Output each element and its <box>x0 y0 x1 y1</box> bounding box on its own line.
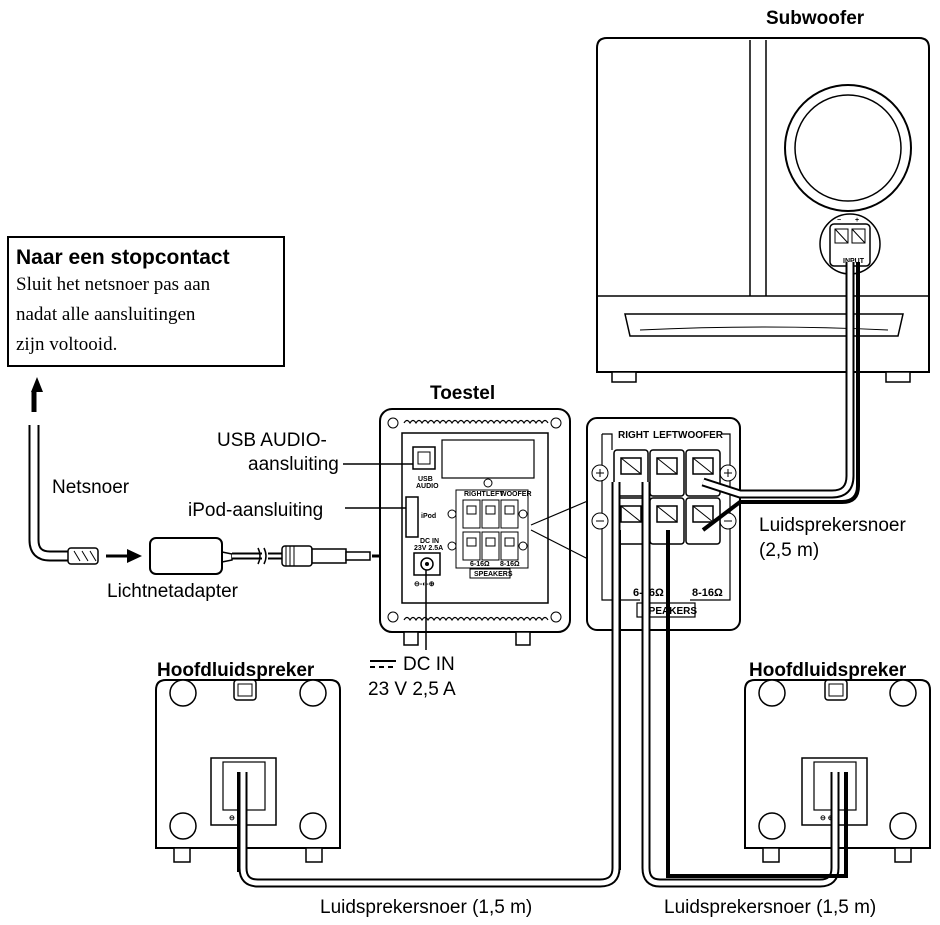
panel-right-label: RIGHT <box>618 430 649 441</box>
unit-audio-text: AUDIO <box>416 483 439 490</box>
sub-cable-label-2: (2,5 m) <box>759 540 819 561</box>
speaker-terminal-panel: RIGHT LEFT WOOFER 6-16Ω 8-16Ω SPEAKERS <box>586 417 741 631</box>
dc-rating-label: 23 V 2,5 A <box>368 679 456 700</box>
power-cord-label: Netsnoer <box>52 477 130 498</box>
svg-text:WOOFER: WOOFER <box>500 491 532 498</box>
svg-text:−: − <box>837 217 841 224</box>
usb-label-line2: aansluiting <box>248 454 339 475</box>
ipod-port[interactable] <box>405 496 419 538</box>
subwoofer-input-text: INPUT <box>843 258 865 265</box>
right-speaker-cable <box>641 482 848 888</box>
power-cord <box>28 377 142 565</box>
notice-line-1: Sluit het netsnoer pas aan <box>16 274 211 295</box>
ac-adapter <box>149 537 408 575</box>
power-outlet-notice: Naar een stopcontact Sluit het netsnoer … <box>7 236 285 367</box>
arrow-right-icon <box>127 549 142 563</box>
svg-text:RIGHT: RIGHT <box>464 491 487 498</box>
left-speaker-title: Hoofdluidspreker <box>157 660 315 681</box>
svg-text:⊖-◐-⊕: ⊖-◐-⊕ <box>414 581 435 588</box>
svg-text:LEFT: LEFT <box>486 491 504 498</box>
subwoofer: INPUT − + <box>596 37 930 383</box>
unit-usb-text: USB <box>418 476 433 483</box>
dc-symbol-icon <box>370 660 396 668</box>
unit-dcin-text: DC IN <box>420 538 439 545</box>
main-unit: USB AUDIO iPod DC IN 23V 2.5A ⊖-◐-⊕ RIGH… <box>379 408 571 646</box>
left-cable-label: Luidsprekersnoer (1,5 m) <box>320 897 532 918</box>
notice-title: Naar een stopcontact <box>16 246 230 269</box>
unit-rating-text: 23V 2.5A <box>414 545 443 552</box>
svg-text:SPEAKERS: SPEAKERS <box>474 571 513 578</box>
panel-left-label: LEFT <box>653 430 678 441</box>
sub-cable-label-1: Luidsprekersnoer <box>759 515 906 536</box>
right-main-speaker: ⊖ ⊕ <box>744 679 931 863</box>
notice-line-2: nadat alle aansluitingen <box>16 304 196 325</box>
svg-text:6-16Ω: 6-16Ω <box>470 561 490 568</box>
right-speaker-title: Hoofdluidspreker <box>749 660 907 681</box>
right-cable-label: Luidsprekersnoer (1,5 m) <box>664 897 876 918</box>
svg-text:⊖ ⊕: ⊖ ⊕ <box>820 815 834 822</box>
adapter-label: Lichtnetadapter <box>107 581 239 602</box>
unit-title: Toestel <box>430 383 495 404</box>
svg-text:+: + <box>855 217 859 224</box>
svg-text:8-16Ω: 8-16Ω <box>500 561 520 568</box>
panel-woofer-label: WOOFER <box>678 430 724 441</box>
left-main-speaker: ⊖ ⊕ <box>155 679 341 863</box>
subwoofer-title: Subwoofer <box>766 8 865 29</box>
left-speaker-cable <box>237 482 621 888</box>
usb-label-line1: USB AUDIO- <box>217 430 327 451</box>
arrow-up-icon <box>31 377 43 392</box>
notice-line-3: zijn voltooid. <box>16 334 117 355</box>
unit-ipod-text: iPod <box>421 513 436 520</box>
panel-imp-woofer: 8-16Ω <box>692 587 723 599</box>
ipod-label: iPod-aansluiting <box>188 500 323 521</box>
subwoofer-cable <box>701 262 860 532</box>
dc-in-label: DC IN <box>403 654 455 675</box>
svg-text:⊖ ⊕: ⊖ ⊕ <box>229 815 243 822</box>
